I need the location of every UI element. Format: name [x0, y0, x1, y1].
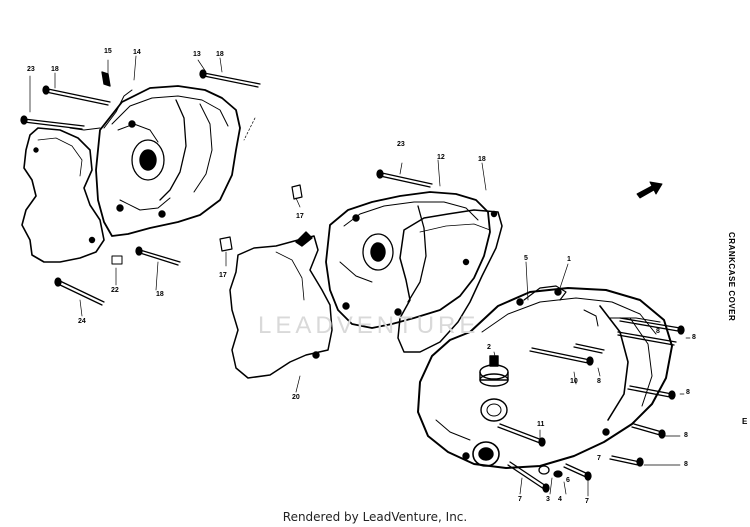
part-number-3: 3: [546, 496, 550, 503]
part-number-22: 22: [111, 287, 119, 294]
part-number-8-center: 8: [597, 378, 601, 385]
part-number-8-c: 8: [684, 432, 688, 439]
part-number-6: 6: [566, 477, 570, 484]
part-number-24: 24: [78, 318, 86, 325]
part-number-5: 5: [524, 255, 528, 262]
part-number-7-upper: 7: [597, 455, 601, 462]
footer-credit: Rendered by LeadVenture, Inc.: [282, 510, 468, 524]
part-number-14: 14: [133, 49, 141, 56]
right-screws: [498, 318, 684, 492]
middle-gasket: [230, 232, 332, 378]
crankcase-cover: [418, 286, 672, 468]
part-number-15: 15: [104, 48, 112, 55]
diagram-title: CRANKCASE COVER: [727, 232, 736, 322]
middle-screws: [226, 160, 486, 392]
left-screws: [21, 70, 260, 305]
part-number-12: 12: [437, 154, 445, 161]
left-gasket: [22, 128, 104, 262]
part-number-8-a: 8: [692, 334, 696, 341]
part-number-23-left: 23: [27, 66, 35, 73]
part-number-8-b: 8: [686, 389, 690, 396]
part-number-11: 11: [537, 421, 545, 428]
part-number-20: 20: [292, 394, 300, 401]
part-number-13: 13: [193, 51, 201, 58]
right-leader-lines: [494, 262, 690, 496]
watermark: LEADVENTURE: [258, 312, 480, 339]
oil-filler-plug: [480, 356, 508, 386]
part-number-8-d: 8: [684, 461, 688, 468]
part-number-18-left: 18: [51, 66, 59, 73]
part-number-18-top: 18: [216, 51, 224, 58]
middle-cover-shell: [326, 192, 490, 328]
part-number-7-left: 7: [518, 496, 522, 503]
part-number-2: 2: [487, 344, 491, 351]
dowel-pins: [220, 185, 302, 251]
part-number-23-middle: 23: [397, 141, 405, 148]
part-number-17-lower: 17: [219, 272, 227, 279]
part-number-4: 4: [558, 496, 562, 503]
part-number-10: 10: [570, 378, 578, 385]
part-number-8-e: 8: [656, 328, 660, 335]
part-number-18-lower: 18: [156, 291, 164, 298]
front-direction-arrow: [637, 182, 662, 198]
part-number-7-right: 7: [585, 498, 589, 505]
left-leader-lines: [30, 56, 255, 316]
part-number-18-middle: 18: [478, 156, 486, 163]
part-number-17-upper: 17: [296, 213, 304, 220]
part-number-1: 1: [567, 256, 571, 263]
right-gasket: [398, 210, 502, 352]
corner-mark: E: [742, 417, 748, 426]
